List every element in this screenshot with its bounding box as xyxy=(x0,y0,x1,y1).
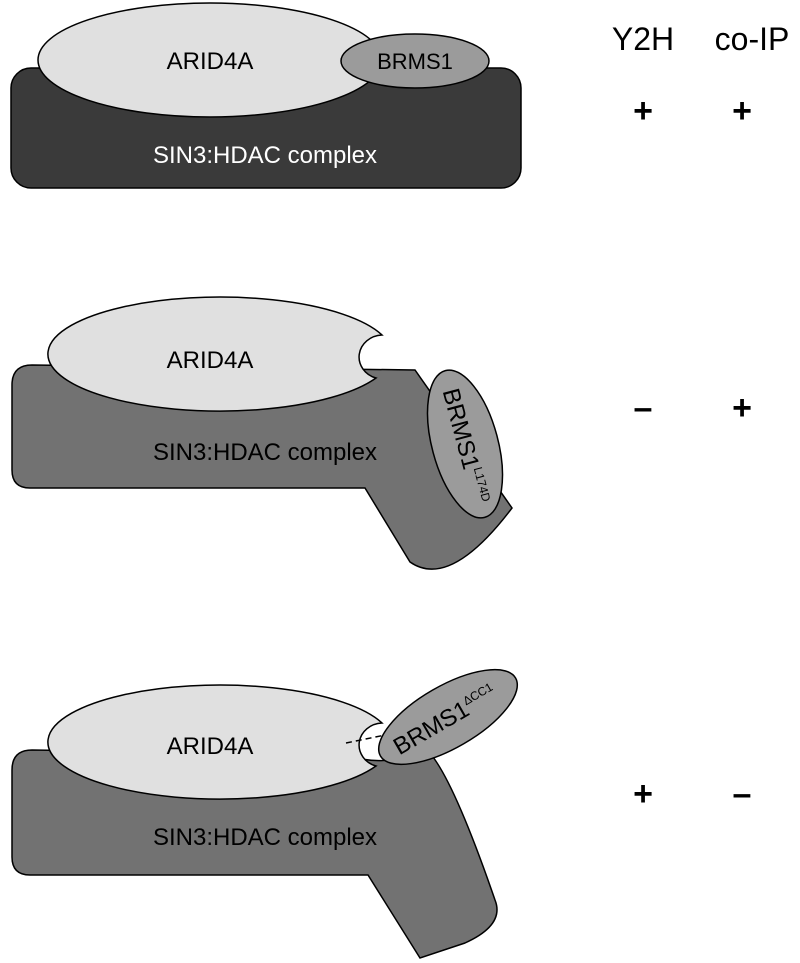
coip-result: + xyxy=(732,389,752,427)
complex-label: SIN3:HDAC complex xyxy=(153,439,377,466)
y2h-header: Y2H xyxy=(612,21,674,57)
arid4a-label: ARID4A xyxy=(167,347,254,374)
complex-label: SIN3:HDAC complex xyxy=(153,142,377,169)
y2h-result: + xyxy=(633,775,653,813)
y2h-result: + xyxy=(633,92,653,130)
brms1-dcc1-shape xyxy=(377,668,519,766)
complex-label: SIN3:HDAC complex xyxy=(153,824,377,851)
coip-result: + xyxy=(732,92,752,130)
coip-result: – xyxy=(733,775,752,813)
brms1-l174d-shape xyxy=(426,369,504,519)
y2h-result: – xyxy=(634,389,653,427)
panel-1-wildtype: ARID4A BRMS1 SIN3:HDAC complex + + xyxy=(10,2,752,189)
sin3-hdac-complex-shape xyxy=(11,364,513,570)
arid4a-label: ARID4A xyxy=(167,48,254,75)
arid4a-shape xyxy=(47,684,384,800)
panel-3-dcc1: ARID4A SIN3:HDAC complex BRMS1ΔCC1 + – xyxy=(11,668,752,959)
brms1-shape xyxy=(340,33,490,89)
arid4a-shape xyxy=(47,296,384,412)
arid4a-label: ARID4A xyxy=(167,733,254,760)
panel-2-l174d: ARID4A SIN3:HDAC complex BRMS1L174D – + xyxy=(11,296,752,570)
coip-header: co-IP xyxy=(715,21,790,57)
brms1-label: BRMS1 xyxy=(377,49,453,74)
